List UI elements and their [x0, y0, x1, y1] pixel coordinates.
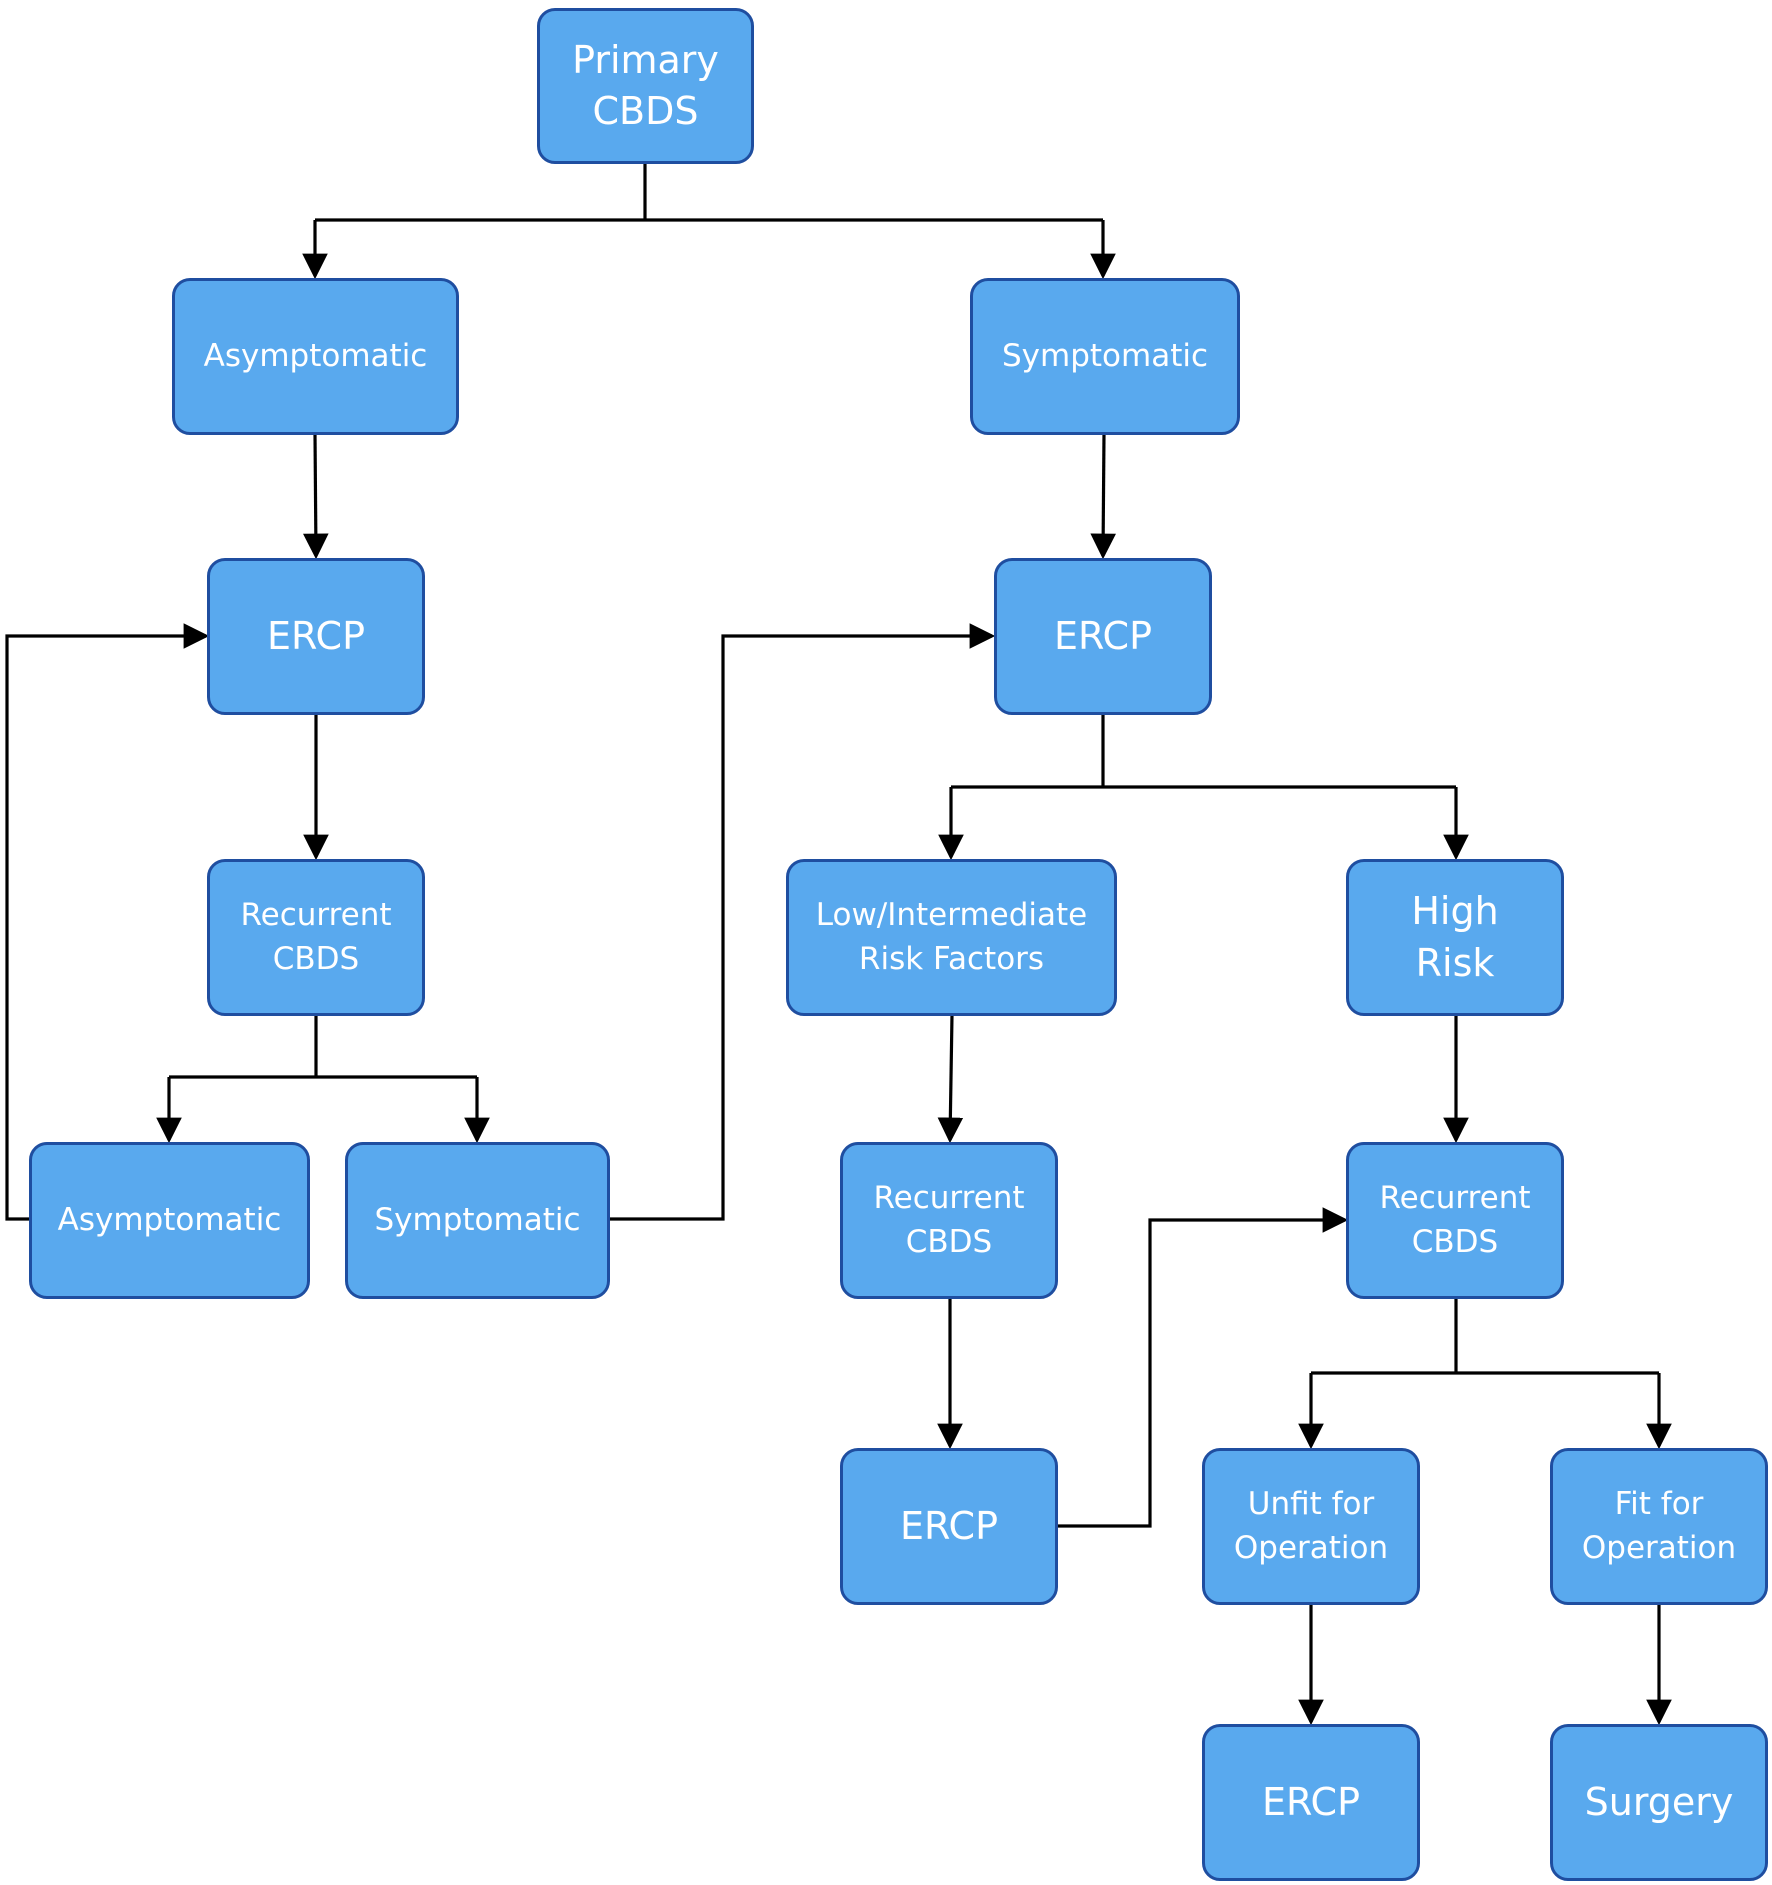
arrow-symptomatic-to-ercp: [1090, 433, 1116, 560]
node-fit-for-operation: Fit for Operation: [1550, 1448, 1768, 1605]
node-low-intermediate-risk: Low/Intermediate Risk Factors: [786, 859, 1117, 1016]
node-ercp-left: ERCP: [207, 558, 425, 715]
node-surgery: Surgery: [1550, 1724, 1768, 1881]
node-recurrent-cbds-high: Recurrent CBDS: [1346, 1142, 1564, 1299]
connector-ercp-split: [951, 714, 1456, 789]
node-recurrent-cbds-low: Recurrent CBDS: [840, 1142, 1058, 1299]
arrow-asymptomatic-feedback: [5, 623, 210, 1221]
node-ercp-unfit: ERCP: [1202, 1724, 1420, 1881]
node-unfit-for-operation: Unfit for Operation: [1202, 1448, 1420, 1605]
node-ercp-low: ERCP: [840, 1448, 1058, 1605]
connector-primary-split: [315, 162, 1103, 222]
node-ercp-right: ERCP: [994, 558, 1212, 715]
node-high-risk: High Risk: [1346, 859, 1564, 1016]
node-primary-cbds: Primary CBDS: [537, 8, 754, 164]
connector-recurrent-high-split: [1311, 1298, 1659, 1375]
node-symptomatic-recurrent: Symptomatic: [345, 1142, 610, 1299]
node-recurrent-cbds-left: Recurrent CBDS: [207, 859, 425, 1016]
node-asymptomatic-recurrent: Asymptomatic: [29, 1142, 310, 1299]
arrow-symptomatic-feedback: [608, 623, 996, 1221]
arrow-asymptomatic-to-ercp: [303, 433, 329, 560]
connector-recurrent-split: [169, 1015, 477, 1079]
node-asymptomatic: Asymptomatic: [172, 278, 459, 435]
arrow-ercp-to-recurrent-high: [1057, 1207, 1349, 1528]
node-symptomatic: Symptomatic: [970, 278, 1240, 435]
arrow-low-risk-to-recurrent: [937, 1014, 964, 1144]
